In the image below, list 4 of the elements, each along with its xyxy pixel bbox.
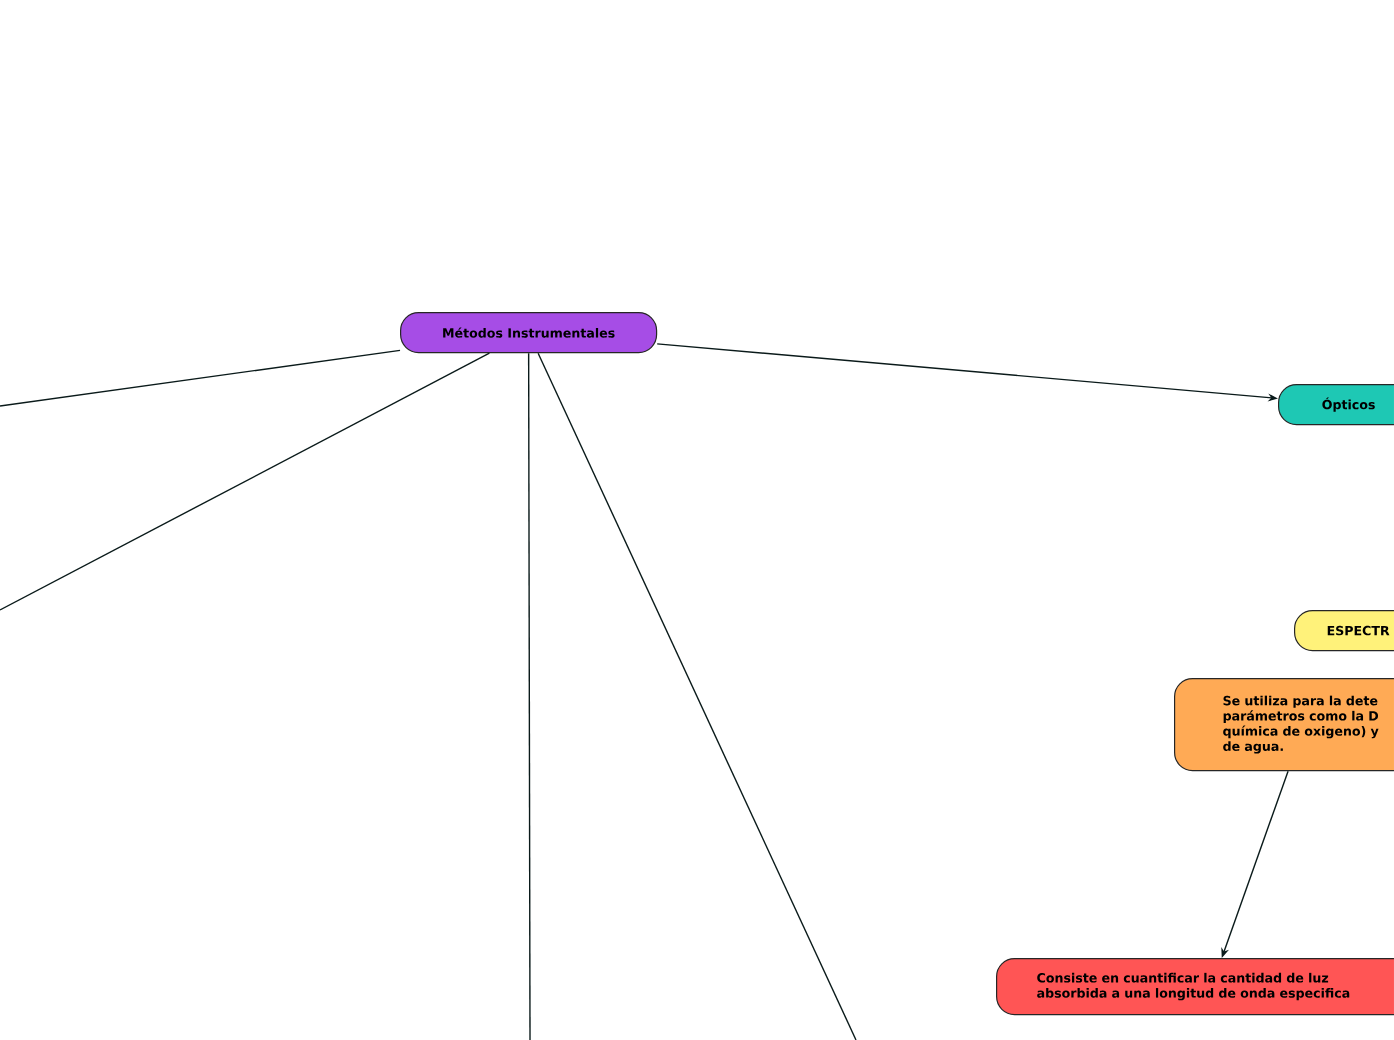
connector-line [0, 349, 401, 407]
connector-line [537, 352, 857, 1040]
connector-line [527, 352, 531, 1040]
connector-line [0, 352, 491, 611]
